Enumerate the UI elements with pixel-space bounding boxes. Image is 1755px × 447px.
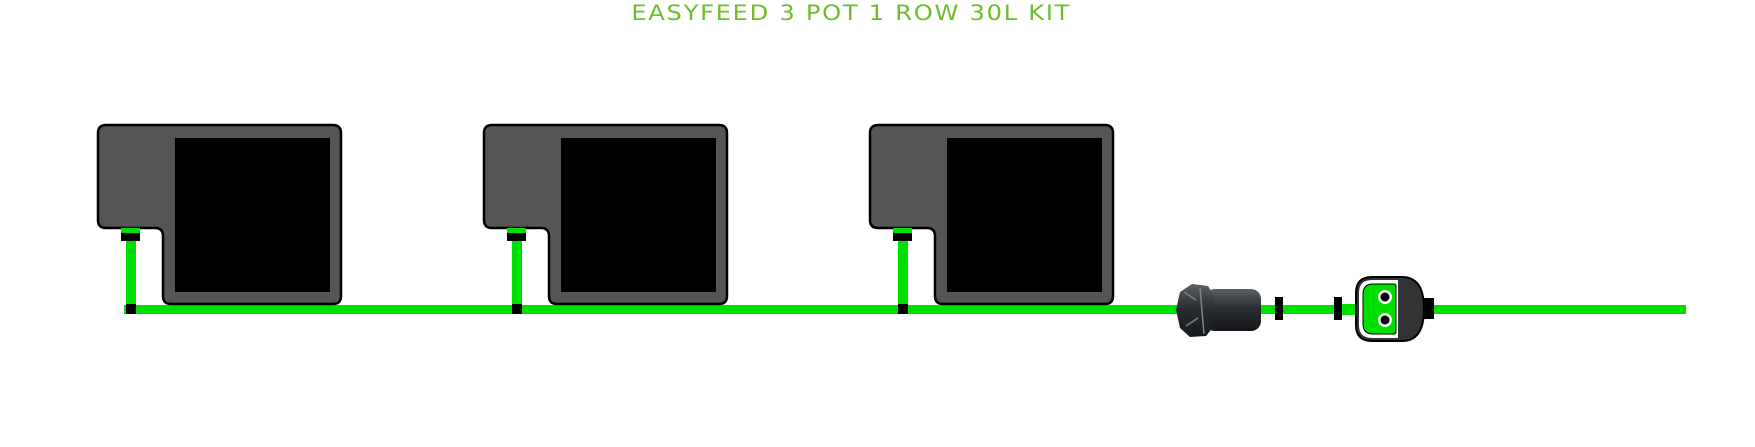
pot-1-tube-cap (121, 228, 140, 233)
tap-valve-icon (1334, 276, 1434, 342)
diagram-title: EASYFEED 3 POT 1 ROW 30L KIT (0, 1, 1755, 25)
pot-2-tube-cap (507, 228, 526, 233)
pot-3-tee-connector (898, 304, 908, 314)
pot-1-drip-tube (126, 228, 136, 310)
pot-2-drip-tube (512, 228, 522, 310)
pot-3-drip-tube (898, 228, 908, 310)
pot-3 (868, 123, 1115, 314)
pot-1-reservoir (175, 138, 330, 292)
pot-2-reservoir (561, 138, 716, 292)
pot-2-fitting (507, 233, 526, 241)
pot-1-tee-connector (126, 304, 136, 314)
pot-1 (96, 123, 343, 314)
pot-1-fitting (121, 233, 140, 241)
inline-filter-icon (1176, 284, 1283, 337)
pot-3-tube-cap (893, 228, 912, 233)
valve-inlet-fitting (1334, 297, 1342, 320)
pot-2-tee-connector (512, 304, 522, 314)
kit-title-text: EASYFEED 3 POT 1 ROW 30L KIT (631, 1, 1072, 25)
pot-2 (482, 123, 729, 314)
filter-outlet-fitting (1275, 297, 1283, 320)
pot-3-fitting (893, 233, 912, 241)
pot-3-reservoir (947, 138, 1102, 292)
